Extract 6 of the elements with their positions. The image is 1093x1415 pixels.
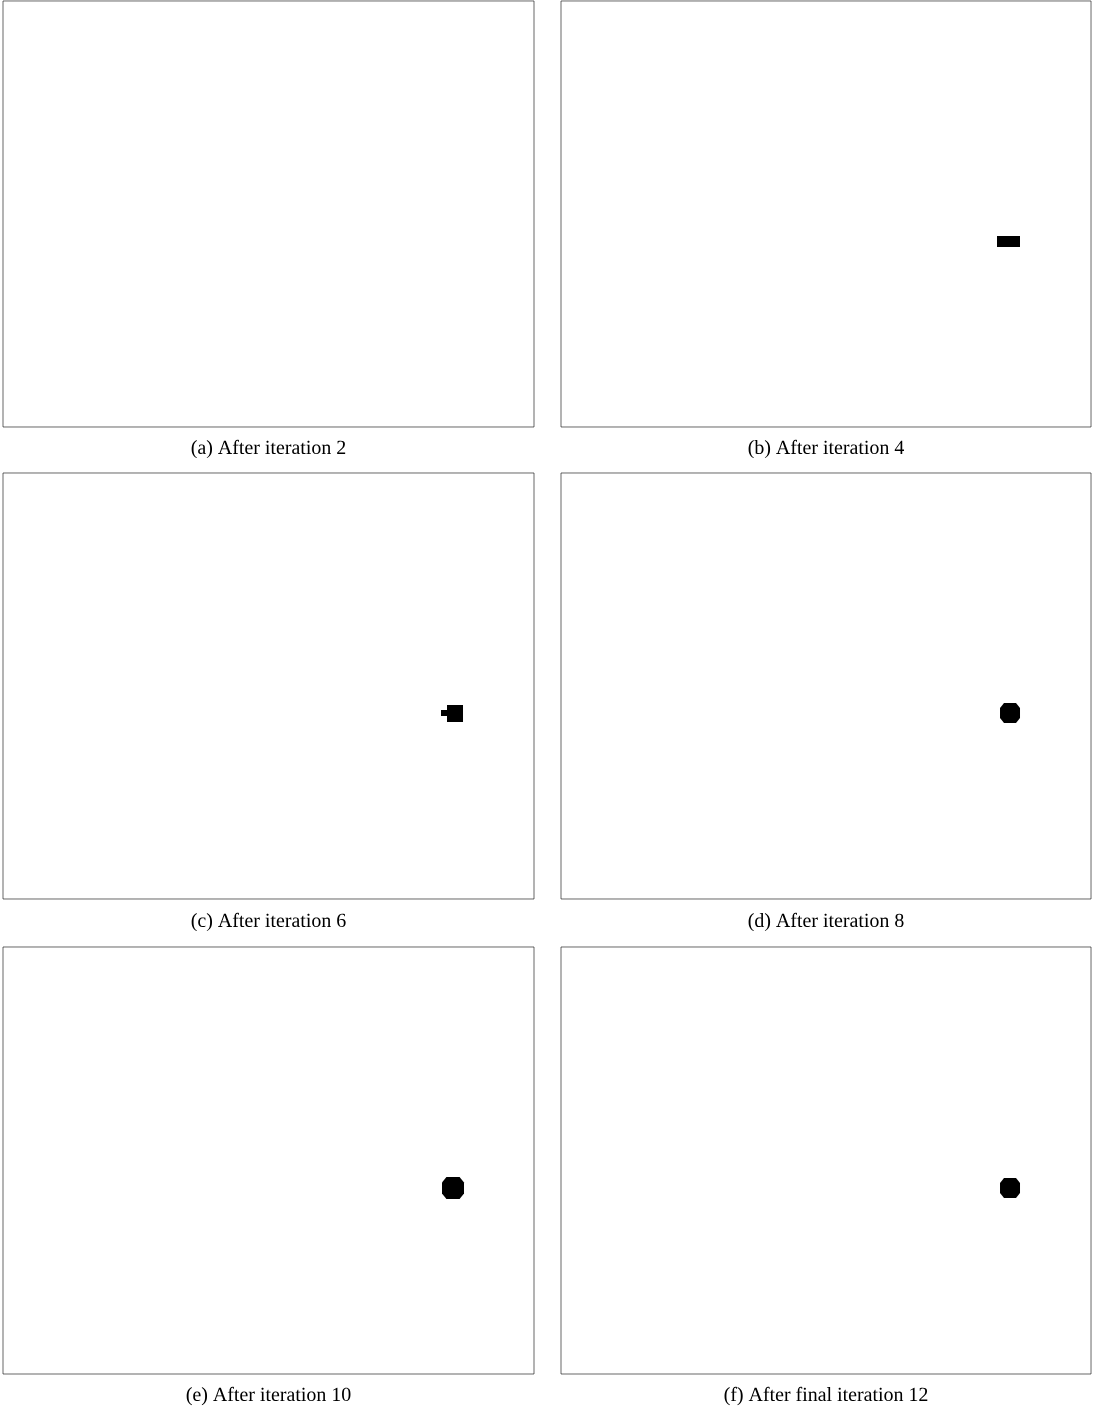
panel-label: (e) After iteration 10	[186, 1386, 351, 1406]
panel-label: (f) After final iteration 12	[724, 1386, 928, 1406]
panel-label: (c) After iteration 6	[191, 912, 346, 932]
panel-label: (d) After iteration 8	[748, 912, 904, 932]
panel-label: (b) After iteration 4	[748, 439, 904, 459]
panel-label: (a) After iteration 2	[191, 439, 346, 459]
